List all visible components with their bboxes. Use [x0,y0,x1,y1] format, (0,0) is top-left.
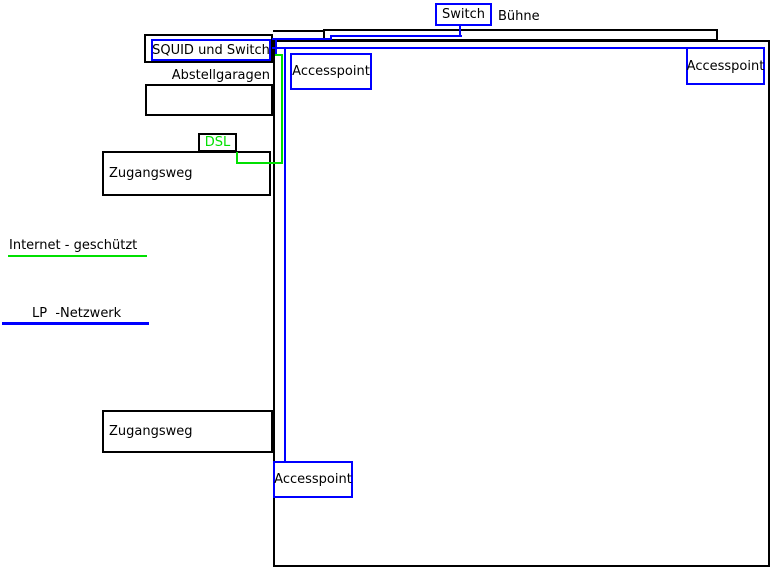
building-outline [273,40,770,567]
blue-line-dsl-stub [275,39,277,56]
dsl-label: DSL [204,135,231,150]
legend-internet-green-underline [8,255,147,257]
blue-line-in-stage [330,35,462,37]
node-squid-und-switch: SQUID und Switch [151,39,271,61]
green-line-from-dsl [236,152,238,164]
node-accesspoint-bottom: Accesspoint [273,461,353,498]
node-zugangsweg-upper: Zugangsweg [102,151,271,196]
node-dsl: DSL [198,133,237,152]
stage-wall-line [273,30,325,32]
blue-line-to-bottom-accesspoint [284,47,286,461]
node-switch: Switch [435,3,492,26]
blue-line-squid-to-stage [272,38,332,40]
abstellgaragen-outline [145,84,273,116]
zugangsweg-label: Zugangsweg [109,166,193,181]
buehne-label: Bühne [498,9,540,24]
node-accesspoint-stage-right: Accesspoint [686,47,765,85]
squid-label: SQUID und Switch [152,42,270,58]
blue-line-to-right-accesspoint [272,47,686,49]
blue-line-elbow [330,35,332,40]
green-line-horizontal [237,162,283,164]
switch-label: Switch [442,7,485,22]
legend-lp-blue-underline [2,322,149,325]
green-line-jog [275,54,283,56]
blue-line-switch-connector [459,25,461,37]
abstellgaragen-label: Abstellgaragen [171,68,270,83]
accesspoint-label: Accesspoint [292,64,370,79]
legend-lp-netzwerk-label: LP -Netzwerk [32,306,122,321]
accesspoint-label: Accesspoint [686,58,765,74]
zugangsweg-label: Zugangsweg [109,424,193,439]
accesspoint-label: Accesspoint [274,472,352,487]
node-zugangsweg-lower: Zugangsweg [102,410,273,453]
legend-internet-geschuetzt-label: Internet - geschützt [9,238,138,253]
green-line-vertical [281,54,283,164]
node-accesspoint-stage-left: Accesspoint [290,53,372,90]
buehne-stage-outline [323,29,718,41]
